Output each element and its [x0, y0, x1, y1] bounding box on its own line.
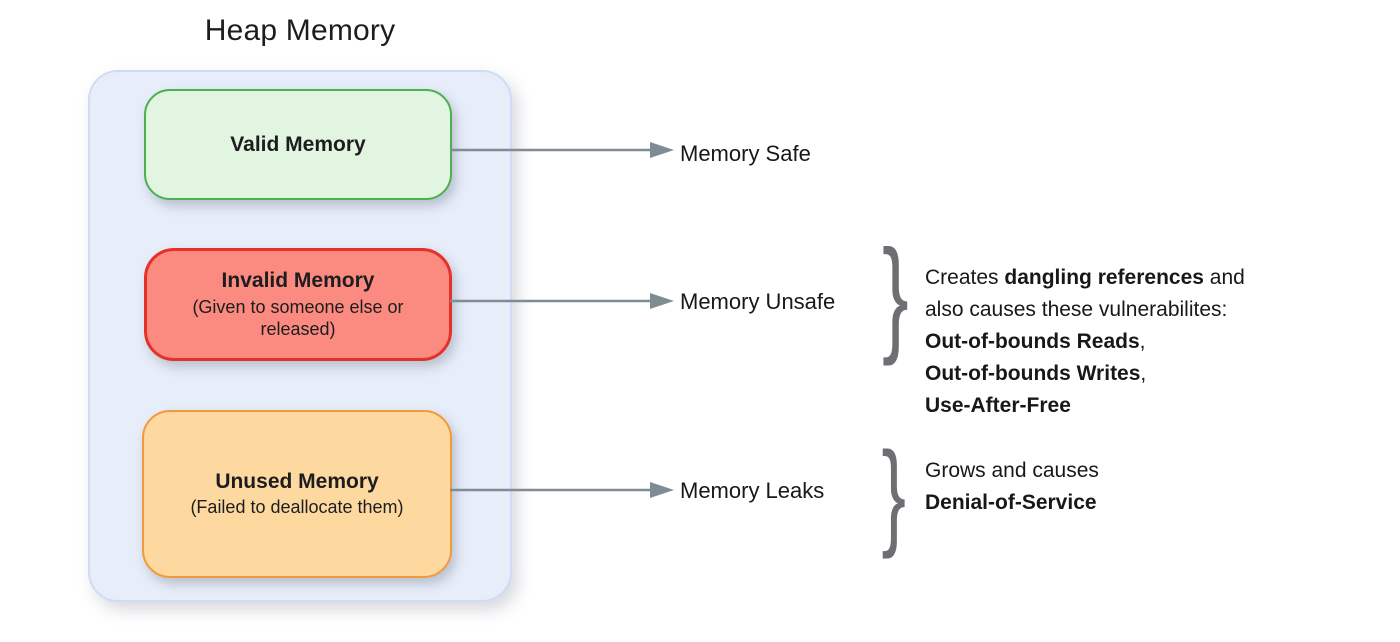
memory-block-valid: Valid Memory: [144, 89, 452, 200]
vulnerability-denial-of-service: Denial-of-Service: [925, 491, 1097, 514]
vulnerability-out-of-bounds-reads: Out-of-bounds Reads: [925, 330, 1140, 353]
memory-block-invalid-title: Invalid Memory: [221, 269, 375, 293]
consequence-unsafe-item2: Out-of-bounds Writes,: [925, 358, 1355, 390]
curly-brace-icon-unsafe: }: [882, 224, 909, 367]
consequence-unsafe-item1: Out-of-bounds Reads,: [925, 326, 1355, 358]
memory-block-unused-title: Unused Memory: [215, 469, 379, 493]
page-title: Heap Memory: [204, 14, 396, 47]
memory-block-unused: Unused Memory (Failed to deallocate them…: [142, 410, 452, 578]
outcome-label-memory-safe: Memory Safe: [680, 141, 811, 166]
consequence-unsafe-line1-pre: Creates: [925, 266, 1005, 289]
memory-block-invalid-subtitle: (Given to someone else or released): [192, 296, 404, 340]
memory-block-invalid: Invalid Memory (Given to someone else or…: [144, 248, 452, 361]
vulnerability-out-of-bounds-writes: Out-of-bounds Writes: [925, 362, 1141, 385]
consequence-unsafe-item1-punct: ,: [1139, 330, 1146, 353]
consequence-leaks-line2: Denial-of-Service: [925, 487, 1305, 519]
consequence-unsafe-item2-punct: ,: [1140, 362, 1147, 385]
consequence-unsafe-line1: Creates dangling references and: [925, 262, 1355, 294]
consequence-text-unsafe: Creates dangling references and also cau…: [925, 262, 1355, 422]
arrow-unused-to-memory-leaks: [450, 482, 674, 498]
consequence-unsafe-line2: also causes these vulnerabilites:: [925, 298, 1228, 321]
memory-block-valid-title: Valid Memory: [230, 132, 366, 156]
memory-block-unused-subtitle: (Failed to deallocate them): [190, 497, 404, 518]
consequence-unsafe-item3: Use-After-Free: [925, 390, 1355, 422]
vulnerability-use-after-free: Use-After-Free: [925, 394, 1071, 417]
consequence-leaks-line1: Grows and causes: [925, 459, 1099, 482]
consequence-unsafe-line1-post: and: [1203, 266, 1245, 289]
curly-brace-icon-leaks: }: [881, 428, 906, 560]
outcome-label-memory-unsafe: Memory Unsafe: [680, 289, 836, 314]
consequence-text-leaks: Grows and causes Denial-of-Service: [925, 455, 1305, 519]
arrow-valid-to-memory-safe: [450, 142, 674, 158]
outcome-label-memory-leaks: Memory Leaks: [680, 478, 825, 503]
arrow-invalid-to-memory-unsafe: [450, 293, 674, 309]
consequence-unsafe-line1-bold: dangling references: [1004, 266, 1204, 289]
